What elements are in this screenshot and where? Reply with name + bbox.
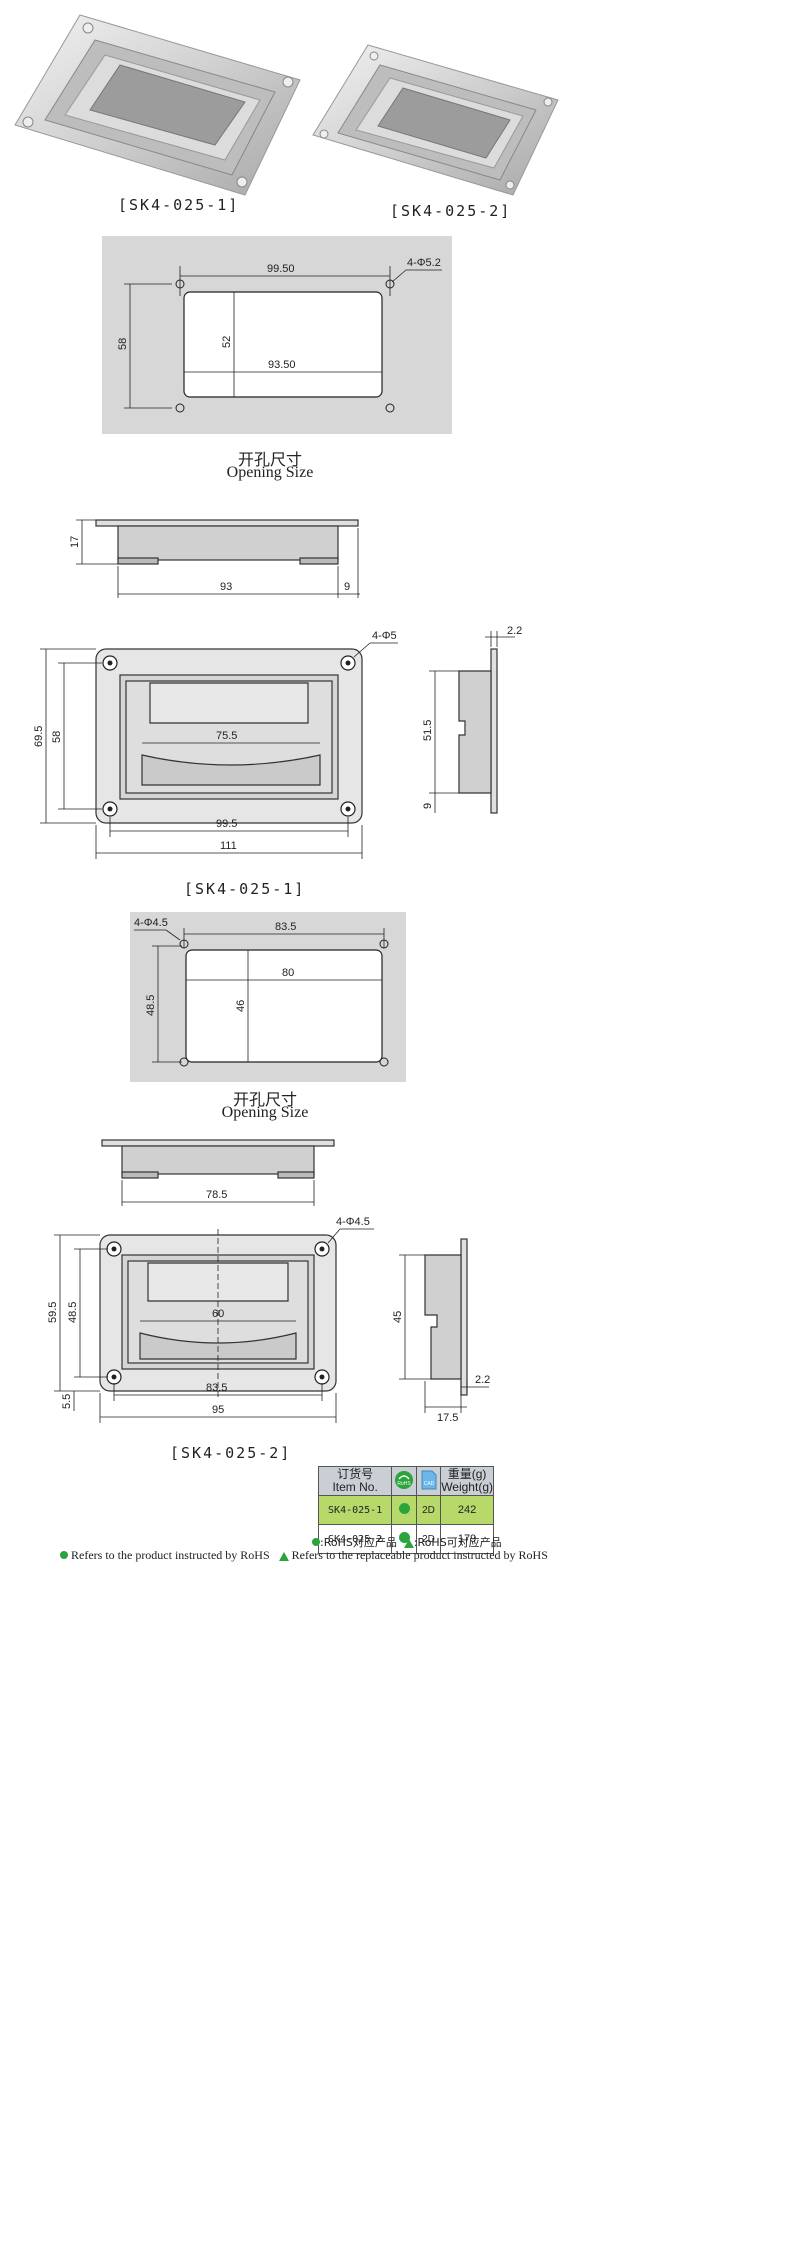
side-1-flange-dim: 9	[344, 581, 350, 593]
profile-view-1: 2.2 51.5 9	[422, 625, 522, 814]
row-weight: 242	[440, 1495, 494, 1525]
front-2-offset-dim: 5.5	[61, 1394, 73, 1409]
opening-1-left-dim: 58	[117, 338, 129, 350]
svg-text:RoHS: RoHS	[397, 1481, 411, 1487]
rohs-dot-icon	[60, 1551, 68, 1559]
header-cad-cell: CAD	[415, 1466, 442, 1496]
opening-2-inner-h-dim: 80	[282, 967, 294, 979]
front-2-handle-w-dim: 60	[212, 1308, 224, 1320]
front-view-1: 4-Φ5 69.5 58 75.5 99.5 111	[33, 630, 398, 859]
front-2-outer-w-dim: 95	[212, 1404, 224, 1416]
rohs-dot-icon	[312, 1538, 320, 1546]
front-view-2: 4-Φ4.5 59.5 48.5 5.5 60 83.5 95	[47, 1216, 374, 1423]
cad-icon: CAD	[421, 1470, 436, 1489]
front-1-hole-w-dim: 99.5	[216, 818, 237, 830]
front-1-handle-w-dim: 75.5	[216, 730, 237, 742]
profile-1-thick-dim: 2.2	[507, 625, 522, 637]
photo-1-caption: [SK4-025-1]	[118, 196, 240, 214]
opening-size-1-drawing: 99.50 4-Φ5.2 58 52 93.50	[117, 257, 442, 413]
row-item: SK4-025-2	[317, 1524, 393, 1554]
opening-2-holes-dim: 4-Φ4.5	[134, 917, 168, 929]
opening-1-inner-h-dim: 93.50	[268, 359, 296, 371]
rohs-icon: RoHS	[395, 1470, 414, 1489]
rohs-dot-icon	[398, 1532, 410, 1543]
opening-1-holes-dim: 4-Φ5.2	[407, 257, 441, 269]
front-2-holes-dim: 4-Φ4.5	[336, 1216, 370, 1228]
side-view-1: 17 93 9	[69, 519, 360, 598]
front-2-outer-h-dim: 59.5	[47, 1302, 59, 1323]
header-rohs-cell: RoHS	[391, 1466, 417, 1496]
opening-2-title-en: Opening Size	[221, 1104, 309, 1121]
front-1-outer-h-dim: 69.5	[33, 726, 45, 747]
front-1-holes-dim: 4-Φ5	[372, 630, 397, 642]
row-rohs	[391, 1495, 417, 1525]
front-1-outer-w-dim: 111	[220, 840, 237, 852]
side-view-2: 78.5	[101, 1139, 335, 1206]
rohs-dot-icon	[398, 1503, 410, 1514]
row-cad: 2D	[415, 1495, 442, 1525]
profile-view-2: 45 2.2 17.5	[392, 1238, 490, 1424]
opening-2-inner-v-dim: 46	[235, 1000, 247, 1012]
rohs-replace-triangle-icon	[403, 1538, 414, 1548]
opening-2-left-dim: 48.5	[145, 995, 157, 1016]
product-photo-1	[14, 14, 301, 196]
front-2-caption: [SK4-025-2]	[170, 1444, 292, 1462]
opening-2-title-cn: 开孔尺寸	[232, 1090, 297, 1109]
profile-1-depth-dim: 51.5	[422, 720, 434, 741]
svg-text:CAD: CAD	[423, 1481, 434, 1487]
profile-2-width-dim: 17.5	[437, 1412, 458, 1424]
table-row: SK4-025-1 2D 242	[317, 1495, 494, 1525]
opening-1-title-cn: 开孔尺寸	[237, 450, 302, 469]
front-2-hole-w-dim: 83.5	[206, 1382, 227, 1394]
profile-2-depth-dim: 45	[392, 1311, 404, 1323]
row-cad: 2D	[415, 1524, 442, 1554]
front-1-caption: [SK4-025-1]	[184, 880, 306, 898]
side-2-width-dim: 78.5	[206, 1189, 227, 1201]
rohs-replace-triangle-icon	[278, 1551, 289, 1561]
photo-2-caption: [SK4-025-2]	[390, 202, 512, 220]
side-1-width-dim: 93	[220, 581, 232, 593]
opening-size-2-drawing: 4-Φ4.5 83.5 48.5 46 80	[134, 917, 389, 1067]
row-item: SK4-025-1	[317, 1495, 393, 1525]
opening-1-top-dim: 99.50	[267, 263, 295, 275]
front-2-hole-h-dim: 48.5	[67, 1302, 79, 1323]
profile-2-thick-dim: 2.2	[475, 1374, 490, 1386]
legend-cn: :RoHS对应产品 :RoHS可对应产品	[312, 1534, 502, 1550]
profile-1-offset-dim: 9	[422, 803, 434, 809]
front-1-hole-h-dim: 58	[51, 731, 63, 743]
product-photo-2	[312, 44, 559, 196]
header-weight: 重量(g) Weight(g)	[440, 1466, 494, 1496]
opening-1-title-en: Opening Size	[226, 464, 314, 481]
opening-2-top-dim: 83.5	[275, 921, 296, 933]
opening-1-inner-v-dim: 52	[221, 336, 233, 348]
row-weight: 179	[440, 1524, 494, 1554]
side-1-height-dim: 17	[69, 536, 81, 548]
legend-en: Refers to the product instructed by RoHS…	[60, 1548, 548, 1563]
header-item: 订货号 Item No.	[317, 1466, 393, 1496]
